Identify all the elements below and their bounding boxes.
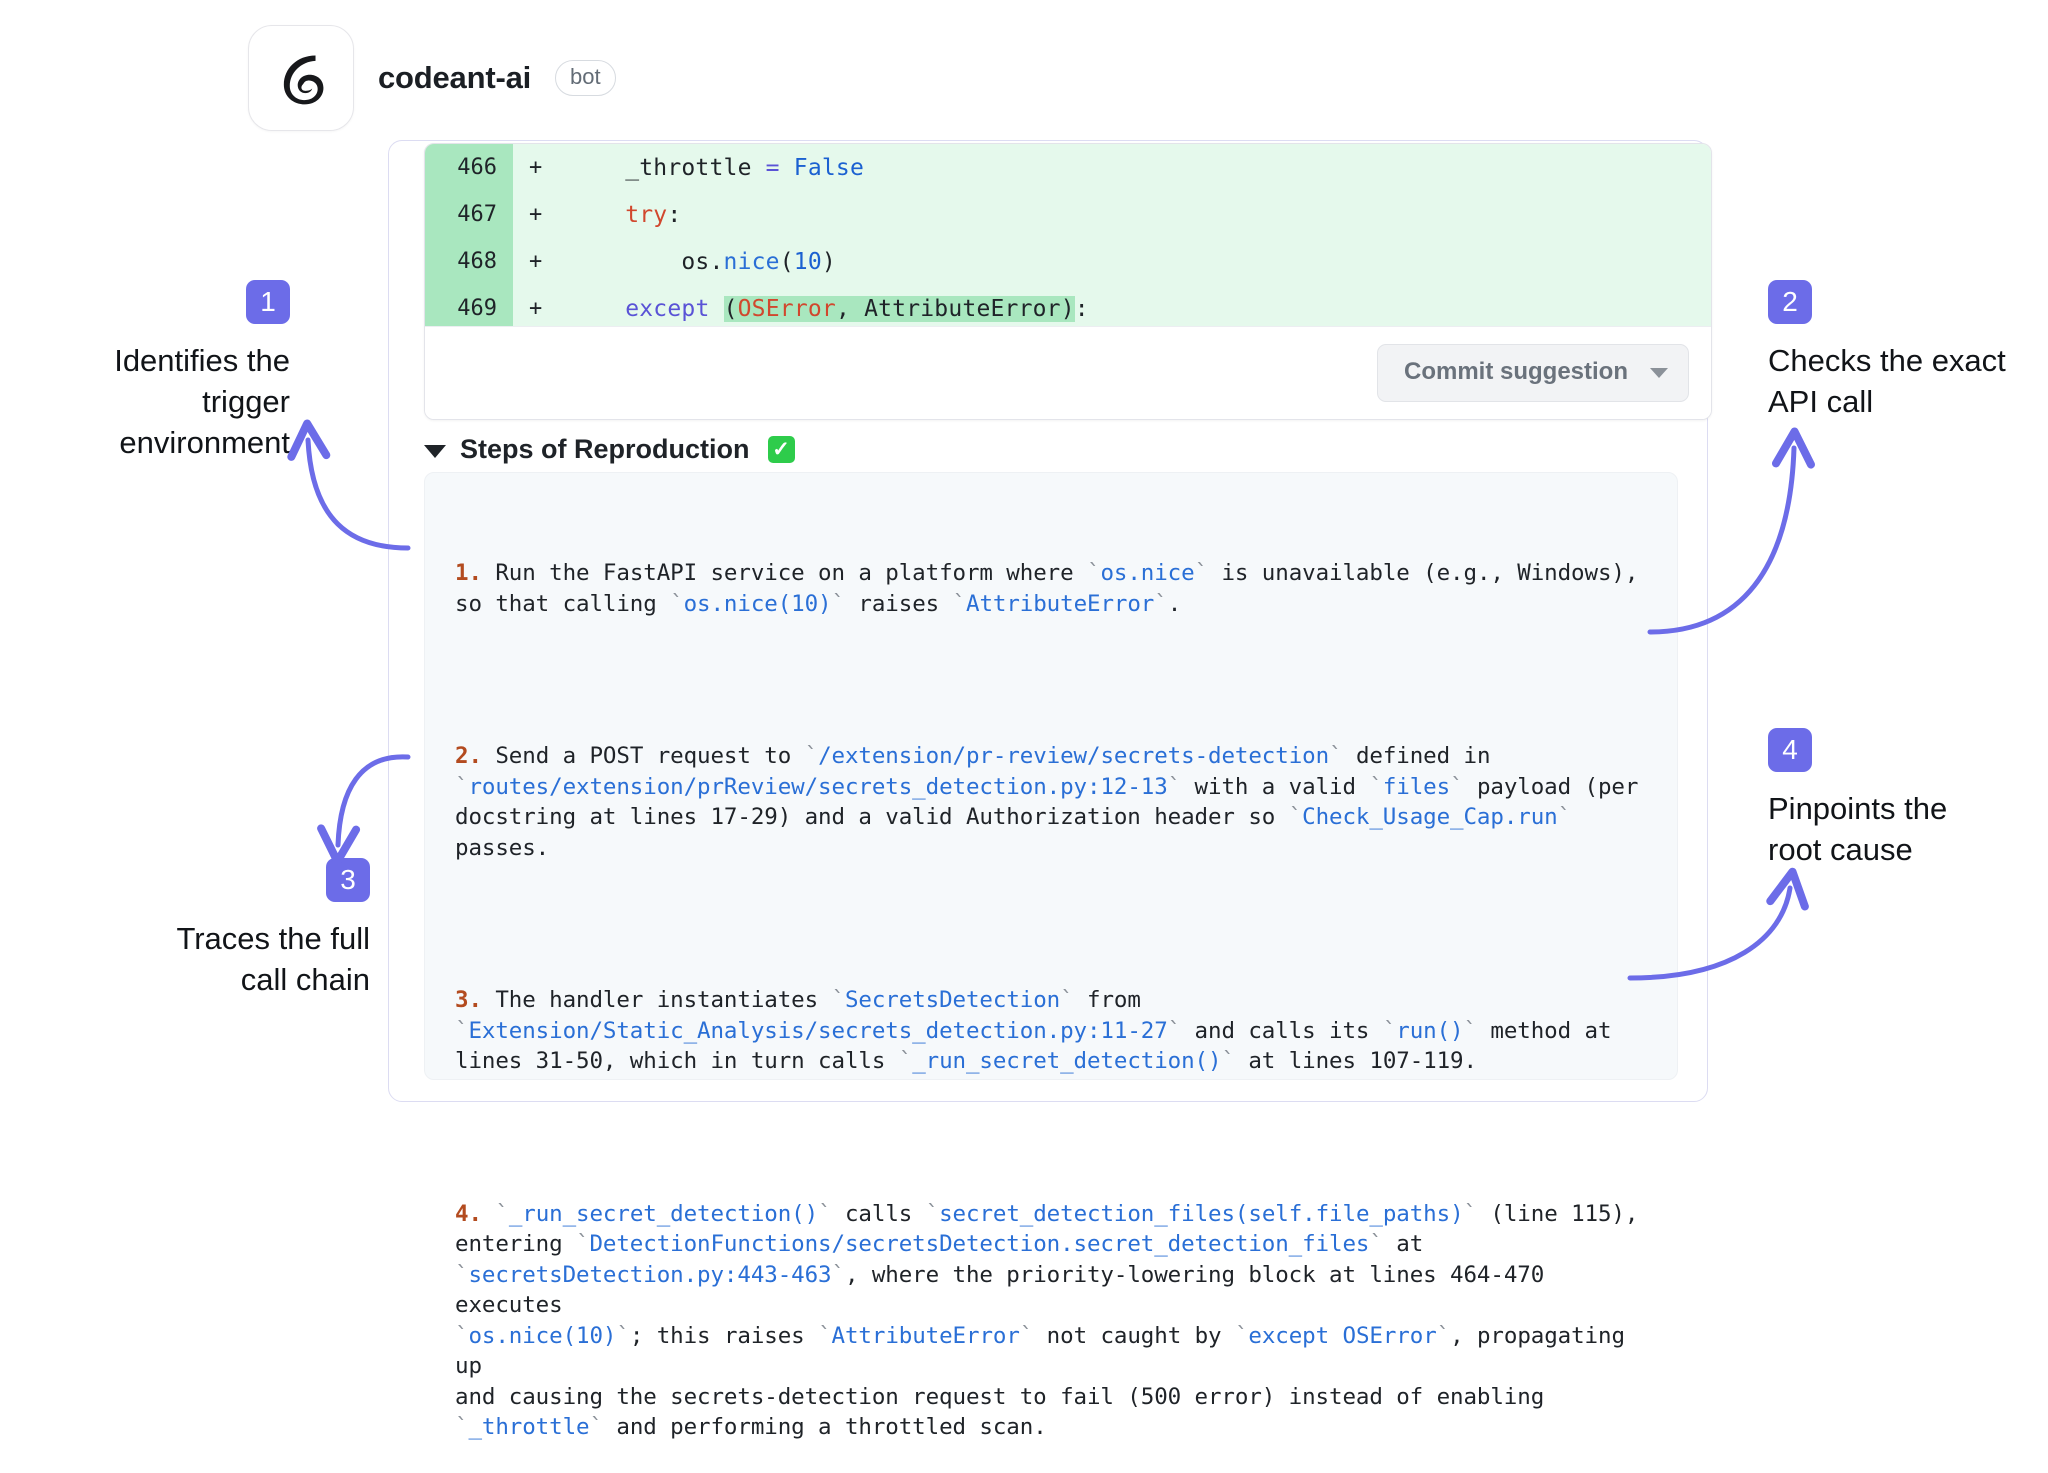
commit-suggestion-button[interactable]: Commit suggestion [1376, 344, 1689, 402]
author-name: codeant-ai [378, 60, 532, 95]
diff-line-number: 468 [425, 238, 513, 285]
list-item: 3. The handler instantiates `SecretsDete… [455, 987, 1612, 1074]
diff-line-number: 466 [425, 144, 513, 191]
callout-label: Checks the exact API call [1768, 343, 2006, 419]
callout-1: 1 Identifies the trigger environment [30, 280, 290, 463]
callout-3: 3 Traces the full call chain [120, 858, 370, 1000]
diff-marker: + [529, 296, 543, 321]
table-row: 467 + try: [425, 191, 1711, 238]
commit-suggestion-label: Commit suggestion [1403, 358, 1628, 385]
status-badge: 3 [326, 858, 370, 902]
page-title: Steps of Reproduction [460, 434, 750, 464]
callout-label: Identifies the trigger environment [114, 343, 290, 460]
diff-line-number: 467 [425, 191, 513, 238]
diff-code: _throttle = False [569, 154, 865, 181]
codeant-logo-icon [268, 45, 334, 111]
comment-header: codeant-ai bot [248, 25, 616, 131]
commit-bar: Commit suggestion [425, 326, 1711, 419]
avatar[interactable] [248, 25, 354, 131]
status-badge: 4 [1768, 728, 1812, 772]
table-row: 469 + except (OSError, AttributeError): [425, 285, 1711, 332]
list-item: 1. Run the FastAPI service on a platform… [455, 560, 1639, 617]
diff-code: try: [625, 201, 682, 228]
status-badge: 2 [1768, 280, 1812, 324]
diff-code: except (OSError, AttributeError): [625, 295, 1089, 322]
callout-label: Traces the full call chain [176, 921, 370, 997]
diff-code: os.nice(10) [569, 248, 836, 275]
table-row: 468 + os.nice(10) [425, 238, 1711, 285]
callout-4: 4 Pinpoints the root cause [1768, 728, 2018, 870]
suggestion-diff-block: 466 + _throttle = False 467 + try: 468 +… [424, 143, 1712, 420]
diff-line-number: 469 [425, 285, 513, 332]
diff-marker: + [529, 155, 543, 180]
list-item: 4. `_run_secret_detection()` calls `secr… [455, 1200, 1639, 1441]
callout-2: 2 Checks the exact API call [1768, 280, 2048, 422]
steps-body: 1. Run the FastAPI service on a platform… [424, 472, 1678, 1440]
steps-heading[interactable]: Steps of Reproduction ✓ [424, 434, 795, 465]
status-badge: 1 [246, 280, 290, 324]
check-icon: ✓ [767, 436, 795, 463]
diff-marker: + [529, 249, 543, 274]
chevron-down-icon[interactable] [1650, 368, 1668, 378]
triangle-down-icon[interactable] [424, 445, 446, 458]
bot-badge: bot [555, 60, 616, 96]
diff-marker: + [529, 202, 543, 227]
callout-label: Pinpoints the root cause [1768, 791, 1948, 867]
list-item: 2. Send a POST request to `/extension/pr… [455, 743, 1639, 861]
table-row: 466 + _throttle = False [425, 144, 1711, 191]
